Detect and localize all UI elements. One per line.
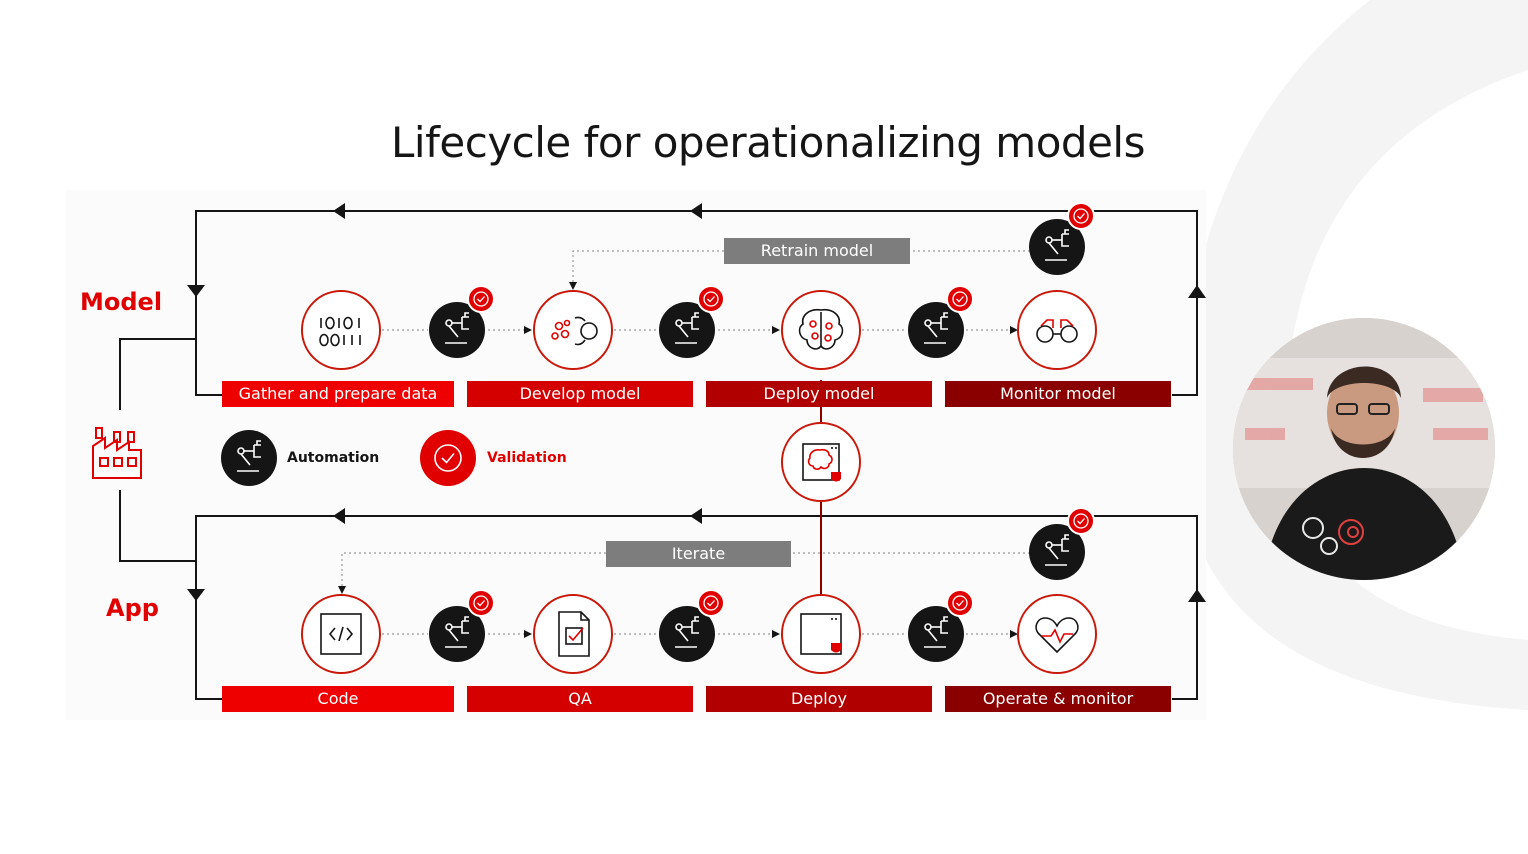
stage-bar-qa: QA (467, 686, 693, 712)
binary-data-icon (319, 316, 361, 347)
iterate-label: Iterate (606, 541, 791, 567)
automation-node-5 (659, 589, 725, 662)
legend-validation-icon (420, 430, 476, 486)
stage-bar-gather-data: Gather and prepare data (222, 381, 454, 407)
stage-bar-operate-monitor: Operate & monitor (945, 686, 1171, 712)
robot-arm-icon (924, 616, 948, 648)
operate-monitor-node (1017, 594, 1097, 674)
stage-bar-develop-model: Develop model (467, 381, 693, 407)
stage-bar-monitor-model: Monitor model (945, 381, 1171, 407)
automation-node-1 (429, 285, 495, 358)
retrain-model-label: Retrain model (724, 238, 910, 264)
page-title: Lifecycle for operationalizing models (391, 118, 1145, 167)
section-label-app: App (106, 594, 159, 622)
code-window-icon (320, 613, 362, 655)
gather-data-node (301, 290, 381, 370)
stage-bar-deploy: Deploy (706, 686, 932, 712)
robot-arm-icon (1045, 229, 1069, 261)
qa-node (533, 594, 613, 674)
robot-arm-icon (924, 312, 948, 344)
legend-automation-icon (221, 430, 277, 486)
binoculars-icon (1036, 319, 1078, 343)
stage-bar-code: Code (222, 686, 454, 712)
automation-node-retrain (1029, 202, 1095, 275)
container-icon (800, 613, 842, 655)
containerized-model-icon (802, 443, 840, 481)
presenter-webcam (1233, 318, 1495, 580)
automation-node-6 (908, 589, 974, 662)
deploy-app-node (781, 594, 861, 674)
factory-icon (92, 427, 142, 479)
robot-arm-icon (675, 312, 699, 344)
checklist-document-icon (558, 611, 590, 657)
deploy-model-node (781, 290, 861, 370)
robot-arm-icon (1045, 534, 1069, 566)
legend-automation-label: Automation (287, 450, 380, 466)
code-node (301, 594, 381, 674)
develop-model-node (533, 290, 613, 370)
robot-arm-icon (445, 312, 469, 344)
brain-icon (798, 308, 844, 350)
automation-node-2 (659, 285, 725, 358)
section-label-model: Model (80, 288, 163, 316)
presenter-avatar-icon (1233, 318, 1495, 580)
automation-node-3 (908, 285, 974, 358)
model-container-node (781, 422, 861, 502)
heart-pulse-icon (1035, 617, 1079, 654)
legend-validation-label: Validation (487, 450, 567, 466)
automation-node-4 (429, 589, 495, 662)
robot-arm-icon (675, 616, 699, 648)
stage-bar-deploy-model: Deploy model (706, 381, 932, 407)
model-nodes-icon (551, 316, 598, 346)
robot-arm-icon (445, 616, 469, 648)
monitor-model-node (1017, 290, 1097, 370)
automation-node-iterate (1029, 507, 1095, 580)
